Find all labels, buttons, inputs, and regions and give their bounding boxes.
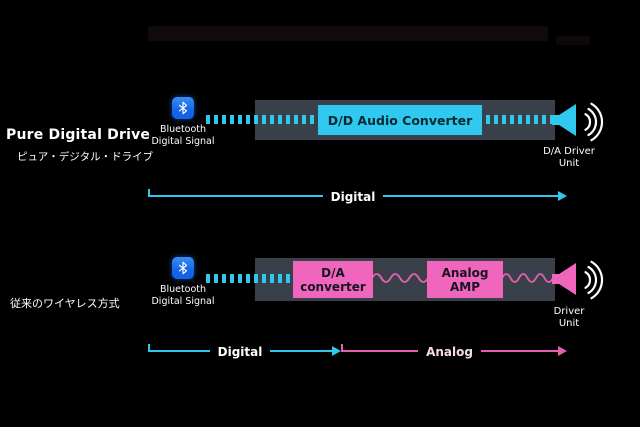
row1-speaker-icon — [552, 103, 578, 137]
da-converter-label-line1: D/A — [321, 265, 345, 280]
dd-audio-converter-label: D/D Audio Converter — [327, 112, 473, 128]
bluetooth-glyph — [178, 261, 188, 275]
row1-digital-arrowhead-icon — [558, 191, 567, 201]
analog-amp-box: Analog AMP — [427, 261, 503, 298]
row2-bluetooth-signal-label: Bluetooth Digital Signal — [146, 284, 220, 308]
row2-bluetooth-icon — [172, 257, 194, 279]
row1-bt-label-line1: Bluetooth — [159, 124, 207, 135]
row1-driver-label-line1: D/A Driver — [543, 146, 595, 157]
row1-driver-label-line2: Unit — [558, 158, 580, 169]
row2-sound-waves-icon — [581, 258, 613, 302]
row1-bt-label-line2: Digital Signal — [151, 136, 215, 147]
row2-digital-signal-dashes-icon — [206, 274, 296, 283]
analog-amp-label-line2: AMP — [449, 279, 481, 294]
bluetooth-icon — [172, 97, 194, 119]
faint-headline-artifact — [148, 26, 548, 41]
dd-audio-converter-box: D/D Audio Converter — [318, 105, 482, 135]
row2-speaker-icon — [552, 262, 578, 296]
row1-digital-flow-label: Digital — [322, 190, 384, 204]
row2-bt-label-line2: Digital Signal — [151, 296, 215, 307]
row1-driver-unit-label: D/A Driver Unit — [528, 146, 610, 170]
row2-analog-line-start-tick — [341, 344, 343, 352]
row1-title: Pure Digital Drive — [6, 127, 151, 143]
row2-title: 従来のワイヤレス方式 — [10, 297, 120, 310]
da-converter-box: D/A converter — [293, 261, 373, 298]
analog-amp-label-line1: Analog — [441, 265, 489, 280]
row1-subtitle: ピュア・デジタル・ドライブ — [17, 151, 154, 163]
row2-digital-flow-label-wrap: Digital — [148, 341, 332, 360]
row2-analog-flow-label-wrap: Analog — [341, 341, 558, 360]
faint-artifact-right — [556, 36, 590, 45]
row2-driver-label-line2: Unit — [558, 318, 580, 329]
row1-digital-line-start-tick — [148, 189, 150, 197]
analog-wave-line-icon — [501, 270, 554, 286]
row2-digital-arrowhead-icon — [332, 346, 341, 356]
da-converter-label-line2: converter — [300, 279, 366, 294]
row2-bt-label-line1: Bluetooth — [159, 284, 207, 295]
row1-sound-waves-icon — [581, 100, 613, 144]
row2-driver-unit-label: Driver Unit — [528, 306, 610, 330]
row1-digital-flow-label-wrap: Digital — [148, 186, 558, 205]
analog-wave-line-icon — [371, 270, 429, 286]
row2-driver-label-line1: Driver — [553, 306, 585, 317]
bluetooth-glyph — [178, 101, 188, 115]
row2-analog-flow-label: Analog — [418, 345, 481, 359]
row1-bluetooth-signal-label: Bluetooth Digital Signal — [146, 124, 220, 148]
row2-digital-flow-label: Digital — [209, 345, 271, 359]
row2-analog-arrowhead-icon — [558, 346, 567, 356]
row2-digital-line-start-tick — [148, 344, 150, 352]
